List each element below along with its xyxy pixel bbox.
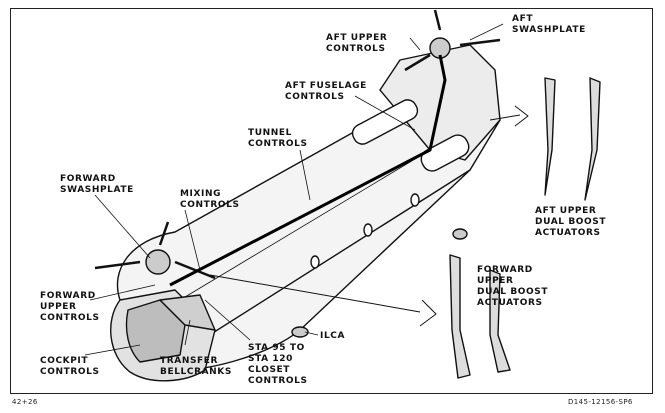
leader-tunnel: [299, 149, 311, 201]
label-forward-swashplate: FORWARD SWASHPLATE: [60, 174, 134, 196]
label-line: ACTUATORS: [477, 298, 543, 308]
fwd-actuator-left: [449, 254, 471, 379]
label-line: STA 95 TO: [248, 343, 305, 353]
label-line: AFT: [512, 14, 534, 24]
leader-transfer: [184, 319, 191, 346]
label-aft-upper-controls: AFT UPPER CONTROLS: [326, 33, 387, 55]
label-line: TUNNEL: [248, 128, 292, 138]
label-line: UPPER: [477, 276, 514, 286]
label-line: CONTROLS: [326, 44, 386, 54]
label-cockpit-controls: COCKPIT CONTROLS: [40, 356, 100, 378]
leader-forward-swashplate: [94, 194, 151, 259]
fuselage-window: [410, 193, 420, 207]
fuselage-belly-line: [169, 169, 471, 361]
figure-code-left: 42+26: [12, 398, 38, 406]
fwd-rotor-hub: [145, 249, 171, 275]
callout-arrow-aft-head: [514, 105, 529, 127]
label-line: FORWARD: [477, 265, 533, 275]
label-line: BELLCRANKS: [160, 367, 232, 377]
label-tunnel-controls: TUNNEL CONTROLS: [248, 128, 308, 150]
label-line: CONTROLS: [180, 200, 240, 210]
label-line: SWASHPLATE: [512, 25, 586, 35]
label-line: CONTROLS: [40, 367, 100, 377]
label-transfer-bellcranks: TRANSFER BELLCRANKS: [160, 356, 232, 378]
label-line: DUAL BOOST: [535, 217, 607, 227]
landing-gear-wheel: [452, 228, 468, 240]
label-line: SWASHPLATE: [60, 185, 134, 195]
leader-aft-upper-controls: [409, 37, 421, 51]
label-sta-closet-controls: STA 95 TO STA 120 CLOSET CONTROLS: [248, 343, 308, 387]
engine-nacelle: [420, 134, 470, 172]
leader-forward-upper: [89, 284, 156, 301]
fwd-rotor-blade: [94, 260, 141, 270]
leader-aft-swashplate: [469, 23, 504, 41]
leader-mixing: [184, 209, 201, 271]
label-line: ACTUATORS: [535, 228, 601, 238]
fwd-actuator-right: [489, 269, 511, 373]
landing-gear-wheel: [291, 326, 309, 338]
label-aft-swashplate: AFT SWASHPLATE: [512, 14, 586, 36]
aft-rotor-blade: [459, 38, 501, 47]
fuselage-window: [363, 223, 373, 237]
aft-actuator-right: [584, 77, 601, 201]
aft-rotor-blade: [433, 9, 442, 31]
leader-aft-fuselage: [354, 95, 416, 131]
label-line: ILCA: [320, 331, 346, 341]
callout-arrow-forward: [209, 274, 421, 313]
leader-cockpit: [84, 344, 141, 356]
aft-actuator-left: [544, 77, 556, 196]
callout-arrow-aft: [489, 114, 521, 121]
label-line: CONTROLS: [285, 92, 345, 102]
label-ilca: ILCA: [320, 331, 345, 342]
figure-frame: [10, 8, 653, 394]
label-line: CONTROLS: [40, 313, 100, 323]
label-line: FORWARD: [40, 291, 96, 301]
label-line: AFT UPPER: [326, 33, 388, 43]
label-line: CONTROLS: [248, 139, 308, 149]
label-line: UPPER: [40, 302, 77, 312]
label-line: MIXING: [180, 189, 222, 199]
leader-ilca: [304, 331, 319, 336]
label-forward-upper-dual-boost: FORWARD UPPER DUAL BOOST ACTUATORS: [477, 265, 548, 309]
label-line: CONTROLS: [248, 376, 308, 386]
label-line: STA 120: [248, 354, 294, 364]
label-line: CLOSET: [248, 365, 291, 375]
label-forward-upper-controls: FORWARD UPPER CONTROLS: [40, 291, 100, 324]
label-line: TRANSFER: [160, 356, 219, 366]
fwd-rotor-blade: [174, 260, 216, 280]
label-line: COCKPIT: [40, 356, 89, 366]
label-line: FORWARD: [60, 174, 116, 184]
figure-code-right: D145-12156-SP6: [568, 398, 633, 406]
fuselage-window: [310, 255, 320, 269]
label-line: AFT FUSELAGE: [285, 81, 367, 91]
cockpit-window-2: [159, 294, 216, 331]
label-mixing-controls: MIXING CONTROLS: [180, 189, 240, 211]
label-line: AFT UPPER: [535, 206, 597, 216]
callout-arrow-forward-head: [419, 299, 437, 327]
cockpit-window: [125, 299, 186, 363]
aft-rotor-blade: [404, 53, 431, 72]
engine-nacelle: [351, 99, 419, 145]
label-aft-upper-dual-boost: AFT UPPER DUAL BOOST ACTUATORS: [535, 206, 606, 239]
label-line: DUAL BOOST: [477, 287, 549, 297]
label-aft-fuselage-controls: AFT FUSELAGE CONTROLS: [285, 81, 367, 103]
leader-sta: [204, 299, 251, 341]
fwd-rotor-blade: [158, 221, 170, 246]
tunnel-control-run: [169, 54, 447, 287]
